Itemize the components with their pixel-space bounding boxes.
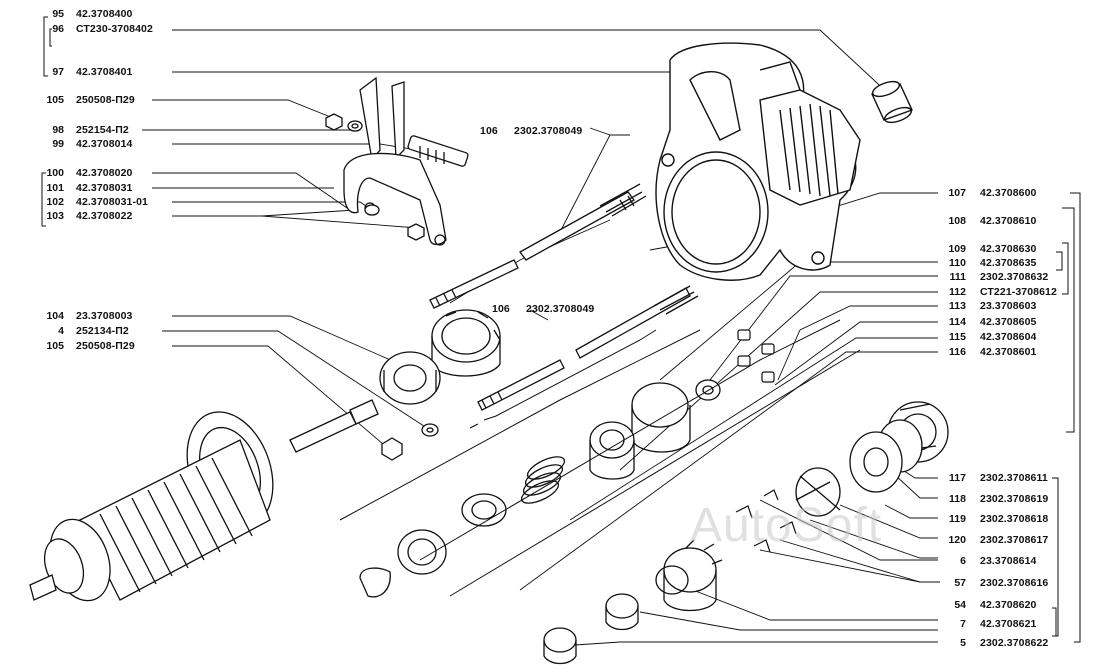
callout-number: 110 — [949, 257, 966, 269]
part-code: 2302.3708619 — [980, 493, 1049, 505]
callout-number: 119 — [949, 513, 966, 525]
callout-number: 120 — [948, 534, 966, 546]
part-code: 42.3708022 — [76, 210, 133, 222]
part-code: 42.3708400 — [76, 8, 133, 20]
callout-number: 113 — [949, 300, 966, 312]
callout-number: 107 — [948, 187, 966, 199]
part-code: СТ221-3708612 — [980, 286, 1057, 298]
callout-number: 95 — [52, 8, 64, 20]
callout-number: 112 — [949, 286, 966, 298]
part-code: 42.3708014 — [76, 138, 133, 150]
part-code: 250508-П29 — [76, 94, 135, 106]
part-code: 252154-П2 — [76, 124, 129, 136]
lower-bushings — [359, 401, 949, 598]
callout-number: 105 — [46, 340, 64, 352]
part-code: 2302.3708049 — [514, 125, 583, 137]
drive-pinion-104 — [379, 309, 501, 405]
callout-number: 115 — [949, 331, 966, 343]
callout-number: 109 — [948, 243, 966, 255]
callout-number: 111 — [949, 271, 966, 283]
pinion-and-bushings — [543, 539, 723, 665]
group-brackets — [41, 16, 1081, 643]
part-code: 2302.3708632 — [980, 271, 1049, 283]
part-code: 2302.3708617 — [980, 534, 1049, 546]
watermark: AutoSoft — [690, 499, 883, 552]
part-code: 42.3708604 — [980, 331, 1037, 343]
part-code: 42.3708600 — [980, 187, 1037, 199]
callout-number: 57 — [954, 577, 966, 589]
callout-number: 118 — [949, 493, 966, 505]
brush-clips — [735, 489, 797, 553]
part-code: 42.3708601 — [980, 346, 1037, 358]
callout-number: 114 — [949, 316, 966, 328]
through-bolts — [429, 183, 699, 411]
callout-number: 117 — [949, 472, 966, 484]
part-code: 2302.3708618 — [980, 513, 1049, 525]
callout-number: 102 — [46, 196, 64, 208]
part-code: 42.3708630 — [980, 243, 1037, 255]
callout-number: 103 — [46, 210, 64, 222]
callout-number: 97 — [52, 66, 64, 78]
callout-number: 100 — [46, 167, 64, 179]
part-code: 2302.3708611 — [980, 472, 1048, 484]
callout-number: 4 — [58, 325, 64, 337]
callout-number: 105 — [46, 94, 64, 106]
part-code: 42.3708401 — [76, 66, 133, 78]
callout-number: 104 — [46, 310, 64, 322]
part-code: 2302.3708622 — [980, 637, 1049, 649]
callout-number: 101 — [46, 182, 64, 194]
part-code: 250508-П29 — [76, 340, 135, 352]
callout-number: 99 — [52, 138, 64, 150]
callout-number: 6 — [960, 555, 966, 567]
part-code: 42.3708635 — [980, 257, 1037, 269]
part-code: 23.3708003 — [76, 310, 133, 322]
spring — [520, 456, 566, 504]
part-code: 23.3708603 — [980, 300, 1037, 312]
callout-number: 98 — [52, 124, 64, 136]
part-code: 42.3708610 — [980, 215, 1037, 227]
part-code: 2302.3708616 — [980, 577, 1049, 589]
part-code: 42.3708031-01 — [76, 196, 148, 208]
nut-and-washer — [381, 423, 439, 461]
part-code: 42.3708031 — [76, 182, 133, 194]
callout-number: 116 — [949, 346, 966, 358]
small-screws — [737, 329, 775, 383]
part-code: 42.3708621 — [980, 618, 1037, 630]
assembly-axis-lines — [339, 319, 861, 597]
callout-number: 106 — [492, 303, 510, 315]
armature — [29, 399, 379, 602]
part-code: 42.3708620 — [980, 599, 1037, 611]
shift-fork-assembly — [325, 76, 469, 246]
part-code: СТ230-3708402 — [76, 23, 153, 35]
callout-number: 106 — [480, 125, 498, 137]
callout-number: 96 — [52, 23, 64, 35]
clutch-assembly — [589, 379, 721, 480]
part-code: 42.3708020 — [76, 167, 133, 179]
callout-number: 7 — [960, 618, 966, 630]
part-code: 23.3708614 — [980, 555, 1037, 567]
part-code: 252134-П2 — [76, 325, 129, 337]
callout-number: 5 — [960, 637, 966, 649]
part-code: 2302.3708049 — [526, 303, 595, 315]
callout-number: 54 — [954, 599, 966, 611]
drive-end-housing — [655, 42, 861, 281]
part-code: 42.3708605 — [980, 316, 1037, 328]
bushing-95 — [871, 80, 913, 124]
callout-number: 108 — [948, 215, 966, 227]
